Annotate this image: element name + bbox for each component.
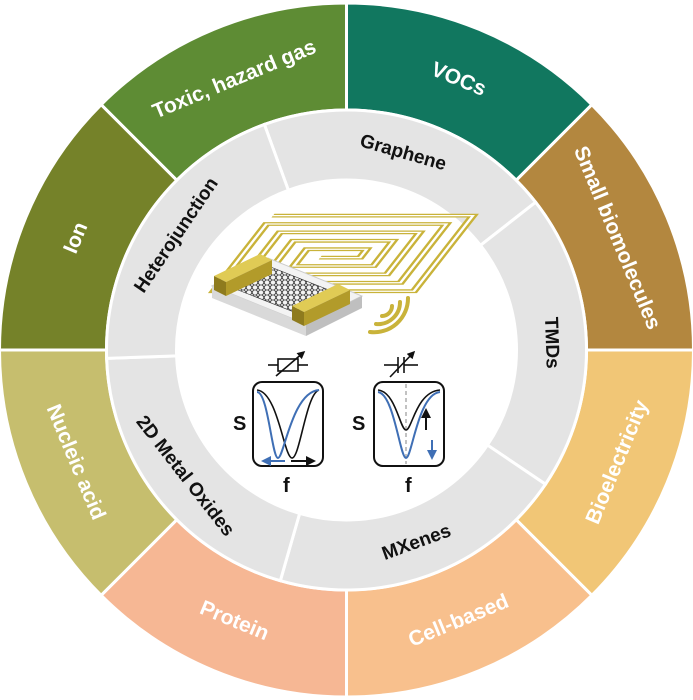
left-plot-y-label: S (233, 413, 246, 435)
left-plot-x-label: f (283, 475, 290, 497)
shifted-curve (256, 389, 320, 459)
shallow-curve (377, 389, 441, 431)
right-electrode (292, 284, 350, 326)
left-electrode (214, 254, 272, 296)
resonance-curve (377, 391, 441, 460)
device-illustration (207, 213, 479, 336)
variable-capacitor-icon (384, 350, 418, 378)
right-resonance-plot: S f (352, 350, 445, 497)
resonance-curve (256, 389, 320, 460)
variable-resistor-icon (268, 350, 308, 377)
left-resonance-plot: S f (233, 350, 324, 497)
wireless-signal-icon (368, 296, 411, 335)
right-plot-y-label: S (352, 413, 365, 435)
right-plot-x-label: f (405, 475, 412, 497)
inner-segment-label: TMDs (540, 317, 563, 369)
